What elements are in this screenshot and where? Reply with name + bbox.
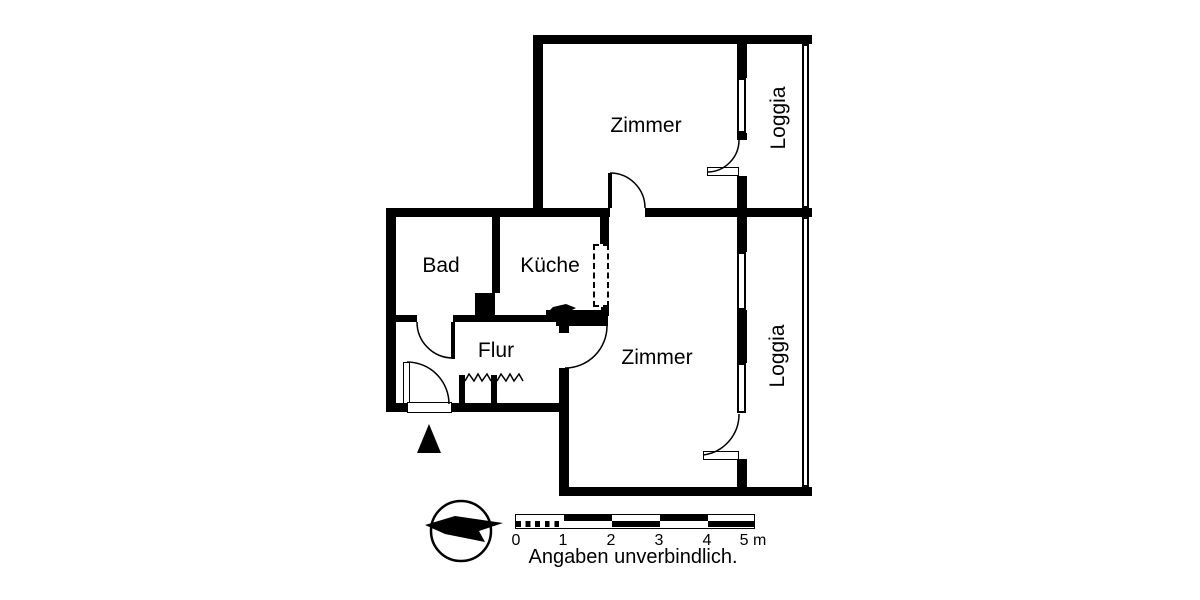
window bbox=[737, 78, 746, 133]
wall bbox=[737, 35, 747, 78]
room-label-loggia-right: Loggia bbox=[766, 324, 789, 388]
wall bbox=[386, 208, 396, 412]
wall bbox=[533, 35, 543, 217]
room-label-zimmer-right: Zimmer bbox=[621, 346, 693, 369]
wall bbox=[559, 368, 569, 495]
room-label-flur: Flur bbox=[477, 339, 515, 362]
room-label-loggia-top: Loggia bbox=[767, 86, 790, 150]
loggia-top-edge bbox=[747, 215, 804, 217]
door-arc bbox=[416, 321, 454, 359]
room-label-bad: Bad bbox=[422, 254, 460, 277]
window bbox=[737, 252, 746, 310]
door-leaf bbox=[403, 362, 410, 404]
wall bbox=[396, 315, 417, 322]
wall bbox=[737, 176, 747, 217]
wall bbox=[386, 208, 610, 217]
scale-bar-segment bbox=[612, 521, 660, 527]
kitchen-counter bbox=[546, 310, 606, 315]
wall bbox=[533, 35, 812, 44]
wall bbox=[737, 217, 747, 252]
wall bbox=[559, 487, 812, 496]
door-arc bbox=[609, 172, 646, 209]
wall bbox=[386, 403, 407, 412]
window bbox=[737, 363, 746, 413]
wardrobe-zigzag bbox=[464, 372, 492, 383]
door-arc bbox=[406, 361, 450, 405]
scale-label-4: 4 bbox=[702, 532, 712, 549]
door-leaf bbox=[451, 322, 455, 359]
wall bbox=[737, 310, 747, 363]
wall bbox=[452, 403, 569, 412]
wall bbox=[492, 217, 500, 293]
scale-bar-subdivisions bbox=[516, 521, 564, 527]
wall bbox=[601, 300, 609, 316]
door-leaf bbox=[703, 451, 739, 460]
north-arrow-icon bbox=[417, 424, 441, 453]
door-leaf bbox=[707, 167, 739, 176]
door-arc bbox=[702, 413, 740, 456]
door-arc bbox=[564, 325, 608, 369]
scale-bar bbox=[515, 514, 755, 529]
door-threshold bbox=[407, 402, 452, 413]
scale-label-0: 0 bbox=[511, 532, 521, 549]
loggia-railing bbox=[802, 44, 809, 208]
wall bbox=[737, 133, 747, 140]
wall bbox=[495, 315, 556, 322]
wardrobe-partition bbox=[459, 375, 465, 403]
room-label-kueche: Küche bbox=[520, 254, 580, 277]
scale-bar-segment bbox=[708, 521, 754, 527]
disclaimer-text: Angaben unverbindlich. bbox=[528, 546, 738, 568]
scale-bar-segment bbox=[564, 515, 612, 521]
dashed-shaft bbox=[593, 244, 609, 307]
wall bbox=[559, 315, 569, 333]
loggia-railing bbox=[802, 217, 809, 487]
wardrobe-zigzag bbox=[496, 372, 524, 383]
wardrobe-partition bbox=[491, 375, 497, 403]
wall bbox=[600, 217, 609, 244]
door-leaf bbox=[608, 173, 612, 208]
scale-label-1: 1 bbox=[558, 532, 568, 549]
wall bbox=[453, 315, 475, 322]
wall bbox=[645, 208, 812, 217]
scale-label-2: 2 bbox=[606, 532, 616, 549]
scale-label-3: 3 bbox=[654, 532, 664, 549]
wall bbox=[737, 459, 747, 488]
door-leaf-bar bbox=[556, 315, 608, 326]
scale-bar-segment bbox=[660, 515, 708, 521]
room-label-zimmer-top: Zimmer bbox=[610, 114, 682, 137]
compass-needle-icon bbox=[425, 516, 503, 542]
wall-pillar bbox=[475, 293, 495, 322]
scale-label-5m: 5 m bbox=[739, 532, 767, 549]
compass-circle-icon bbox=[429, 499, 493, 563]
